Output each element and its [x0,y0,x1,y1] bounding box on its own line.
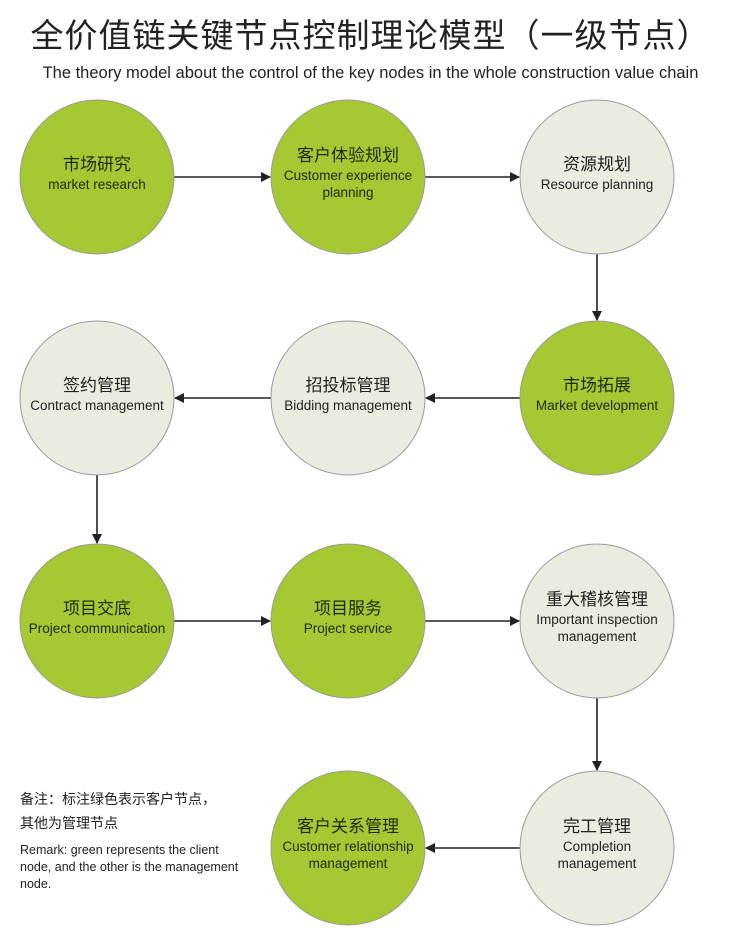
node-title-en: management [557,629,637,644]
node-circle-n6 [19,320,175,476]
node-title-en: Project service [303,620,393,636]
node-title-en: Resource planning [540,176,654,192]
node-title-zh: 项目服务 [314,598,382,619]
node-circle-n9 [519,543,675,699]
node-title-zh: 客户体验规划 [297,146,399,166]
node-title-zh: 市场研究 [63,154,131,175]
node-title-zh: 重大稽核管理 [546,590,648,610]
node-title-en: market research [48,176,146,192]
node-circle-n8 [270,543,426,699]
page-subtitle: The theory model about the control of th… [42,64,699,82]
node-title-en: planning [322,185,374,200]
node-circle-n11 [270,770,426,926]
node-label-n9: 重大稽核管理 Important inspection management [522,589,672,645]
page-title: 全价值链关键节点控制理论模型（一级节点） [30,16,711,55]
node-title-zh: 资源规划 [563,154,631,175]
node-title-zh: 项目交底 [63,598,131,619]
node-title-en: management [557,856,637,871]
remark-en-line2: node, and the other is the management [20,860,239,874]
remark-zh-line1: 备注：标注绿色表示客户节点， [20,792,216,808]
node-title-zh: 市场拓展 [563,375,631,396]
remark-en-line1: Remark: green represents the client [20,843,219,857]
node-circle-n2 [270,99,426,255]
node-title-en: Important inspection [536,612,658,627]
node-circle-n4 [519,320,675,476]
node-title-en: management [308,856,388,871]
legend-remark: 备注：标注绿色表示客户节点， 其他为管理节点 Remark: green rep… [20,788,270,893]
node-title-en: Customer relationship [282,839,414,854]
remark-en: Remark: green represents the client node… [20,842,270,893]
node-circle-n7 [19,543,175,699]
node-circle-n10 [519,770,675,926]
node-label-n11: 客户关系管理 Customer relationship management [273,816,423,872]
node-title-zh: 招投标管理 [305,375,391,396]
node-title-zh: 客户关系管理 [297,817,399,837]
node-circle-n1 [19,99,175,255]
node-title-en: Market development [535,397,659,413]
node-title-zh: 完工管理 [563,817,631,837]
node-title-en: Project communication [28,620,166,636]
node-title-en: Bidding management [284,397,412,413]
remark-en-line3: node. [20,877,52,891]
remark-zh-line2: 其他为管理节点 [20,816,118,832]
node-circle-n3 [519,99,675,255]
node-title-en: Contract management [30,397,164,413]
node-title-zh: 签约管理 [63,375,131,396]
node-label-n2: 客户体验规划 Customer experience planning [273,145,423,201]
node-circle-n5 [270,320,426,476]
node-label-n10: 完工管理 Completion management [522,816,672,872]
node-title-en: Completion [562,839,632,854]
node-title-en: Customer experience [283,168,413,183]
